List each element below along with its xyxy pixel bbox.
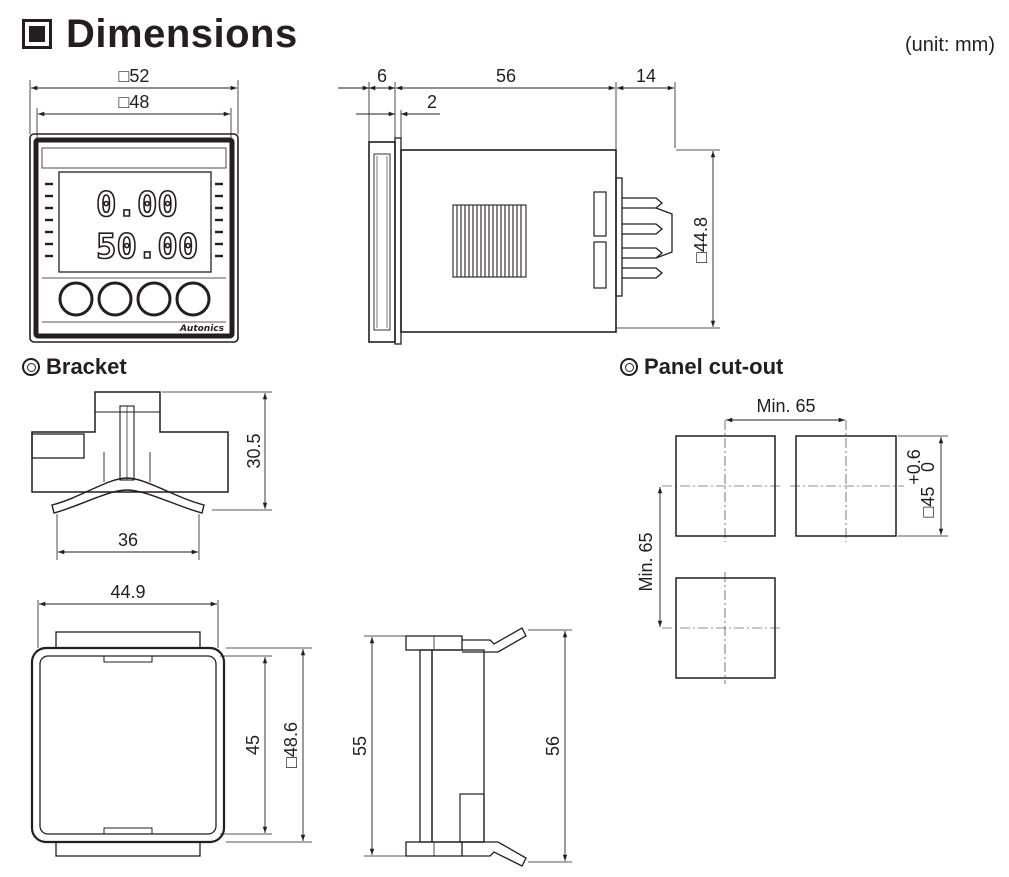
side-bezel <box>368 141 396 343</box>
dim-label-56-bracket: 56 <box>543 736 563 756</box>
dim-label-6: 6 <box>377 66 387 86</box>
dim-label-56: 56 <box>496 66 516 86</box>
dim-label-48: □48 <box>119 92 150 112</box>
front-view <box>29 80 239 343</box>
button-2 <box>97 281 133 317</box>
front-buttons <box>58 281 211 317</box>
panel-cutout-view <box>657 417 948 684</box>
lcd-window <box>58 171 212 273</box>
dim-label-45-cutout: □45 <box>918 487 938 518</box>
filled-square-icon <box>22 19 52 49</box>
double-circle-icon <box>620 358 638 376</box>
dim-label-55: 55 <box>350 736 370 756</box>
dim-label-44.9: 44.9 <box>110 582 145 602</box>
dim-label-44.8: □44.8 <box>691 217 711 263</box>
dim-label-45: 45 <box>243 735 263 755</box>
dim-label-min65-v: Min. 65 <box>636 532 656 591</box>
front-bezel <box>29 133 239 343</box>
button-4 <box>175 281 211 317</box>
dim-tolerance-zero: 0 <box>918 462 938 472</box>
double-circle-icon <box>22 358 40 376</box>
section-bracket: Bracket <box>22 354 127 380</box>
section-panel-cutout-label: Panel cut-out <box>644 354 784 379</box>
dim-label-30.5: 30.5 <box>244 433 264 468</box>
unit-note: (unit: mm) <box>905 34 995 56</box>
lcd-line-1: 0.00 <box>96 185 178 225</box>
bracket-front-view <box>30 600 312 857</box>
side-vent <box>452 204 527 278</box>
section-bracket-label: Bracket <box>46 354 127 379</box>
bracket-view <box>31 391 272 560</box>
title-block: Dimensions <box>22 12 298 56</box>
dim-label-52: □52 <box>119 66 150 86</box>
dim-label-min65-h: Min. 65 <box>756 396 815 416</box>
dim-label-2: 2 <box>427 92 437 112</box>
brand-logo: Autonics <box>179 324 225 334</box>
bracket-side-view <box>364 627 572 867</box>
side-view <box>338 82 720 345</box>
dim-label-14: 14 <box>636 66 656 86</box>
side-terminals <box>615 177 673 297</box>
bracket-front-outer <box>30 646 226 844</box>
button-3 <box>136 281 172 317</box>
page-title: Dimensions <box>66 11 298 56</box>
dim-label-36: 36 <box>118 530 138 550</box>
front-frame <box>33 137 235 339</box>
button-1 <box>58 281 94 317</box>
dim-label-48.6: □48.6 <box>281 722 301 768</box>
section-panel-cutout: Panel cut-out <box>620 354 783 380</box>
lcd-line-2: 50.00 <box>96 227 198 267</box>
dim-tolerance-plus: +0.6 <box>904 449 924 485</box>
